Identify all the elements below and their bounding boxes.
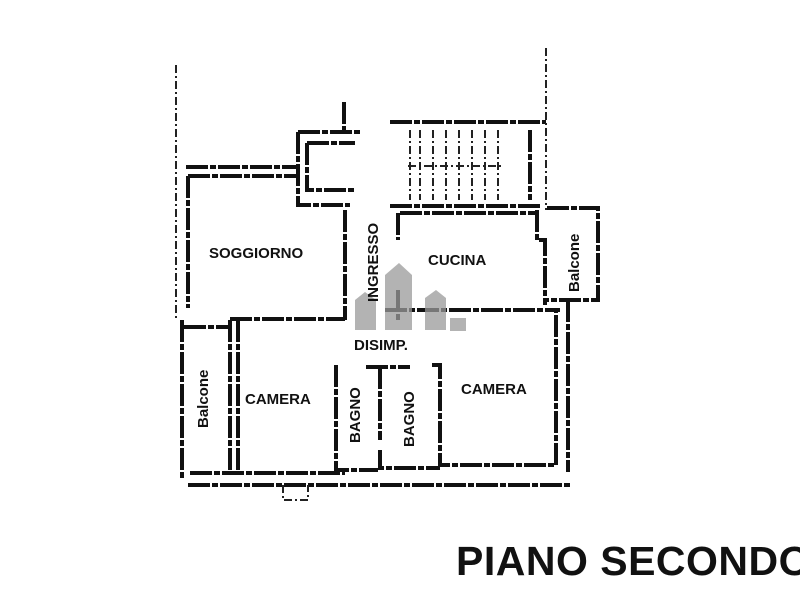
bagno2-walls: [366, 365, 440, 470]
watermark-logo: [355, 263, 466, 331]
bay-walls: [296, 102, 362, 207]
label-balcone-left: Balcone: [195, 370, 212, 428]
cucina-right-wall: [535, 210, 547, 305]
bagno1-walls: [334, 365, 378, 472]
stair-walls: [390, 120, 546, 208]
label-bagno-1: BAGNO: [347, 387, 364, 443]
label-camera-right: CAMERA: [461, 381, 527, 398]
balcone-right-wall: [547, 206, 600, 302]
label-camera-left: CAMERA: [245, 391, 311, 408]
label-cucina: CUCINA: [428, 252, 486, 269]
label-bagno-2: BAGNO: [401, 391, 418, 447]
staircase: [408, 130, 502, 200]
label-disimp: DISIMP.: [354, 337, 408, 354]
room-labels: SOGGIORNO INGRESSO CUCINA Balcone DISIMP…: [195, 222, 583, 447]
camera-right-walls: [432, 310, 558, 467]
bottom-stub: [282, 485, 309, 501]
label-balcone-right: Balcone: [566, 234, 583, 292]
floor-title: PIANO SECONDO: [456, 538, 800, 584]
label-soggiorno: SOGGIORNO: [209, 245, 304, 262]
label-ingresso: INGRESSO: [365, 222, 382, 302]
